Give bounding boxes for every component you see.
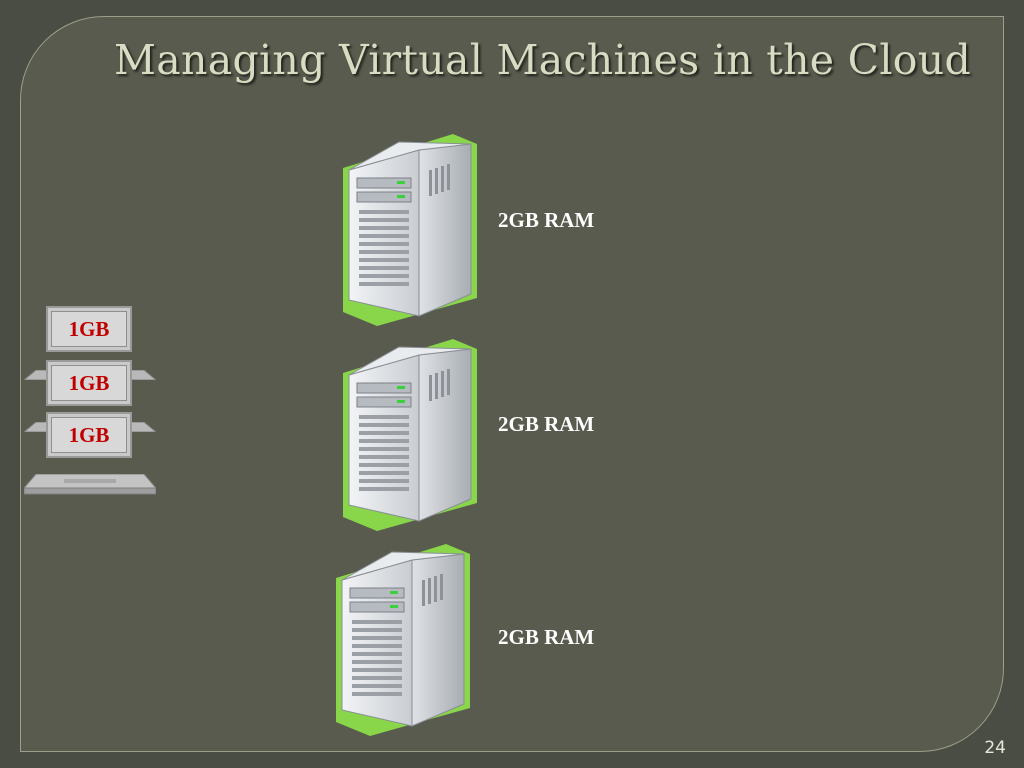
server-tower-icon — [336, 544, 470, 736]
vm-stack: 1GB 1GB 1GB — [24, 306, 156, 496]
vm-ram-label: 1GB — [51, 417, 127, 453]
page-number: 24 — [984, 738, 1006, 758]
server-ram-label: 2GB RAM — [498, 412, 595, 436]
vm-card: 1GB — [46, 360, 132, 406]
vm-card: 1GB — [46, 306, 132, 352]
server-tower-icon — [343, 339, 477, 531]
laptop-base-icon — [24, 474, 156, 495]
server-ram-label: 2GB RAM — [498, 625, 595, 649]
vm-ram-label: 1GB — [51, 365, 127, 401]
vm-card: 1GB — [46, 412, 132, 458]
vm-ram-label: 1GB — [51, 311, 127, 347]
server-tower-icon — [343, 134, 477, 326]
slide-title: Managing Virtual Machines in the Cloud — [114, 36, 971, 84]
server-ram-label: 2GB RAM — [498, 208, 595, 232]
slide-frame — [20, 16, 1004, 752]
